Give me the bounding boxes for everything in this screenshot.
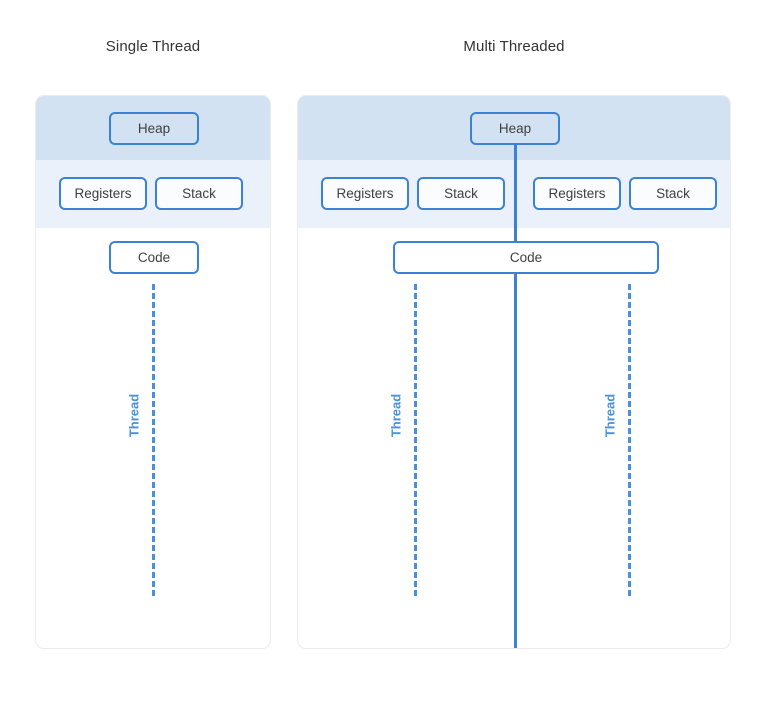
thread-label: Thread <box>126 393 142 438</box>
registers-box: Registers <box>59 177 147 210</box>
thread-dashed-line <box>152 284 155 596</box>
thread-label-2: Thread <box>602 393 618 438</box>
heap-band <box>36 96 270 160</box>
heap-box: Heap <box>470 112 560 145</box>
multi-threaded-panel: Thread Thread Heap Registers Stack Regis… <box>297 95 731 649</box>
heap-box: Heap <box>109 112 199 145</box>
stack-box-1: Stack <box>417 177 505 210</box>
thread-label-1: Thread <box>388 393 404 438</box>
code-box: Code <box>109 241 199 274</box>
single-thread-title: Single Thread <box>105 38 201 55</box>
thread-dashed-line-1 <box>414 284 417 596</box>
registers-box-2: Registers <box>533 177 621 210</box>
stack-box-2: Stack <box>629 177 717 210</box>
multi-threaded-title: Multi Threaded <box>463 38 565 55</box>
registers-box-1: Registers <box>321 177 409 210</box>
code-box: Code <box>393 241 659 274</box>
stack-box: Stack <box>155 177 243 210</box>
single-thread-panel: Thread Heap Registers Stack Code <box>35 95 271 649</box>
thread-dashed-line-2 <box>628 284 631 596</box>
process-spine-line <box>514 145 517 648</box>
